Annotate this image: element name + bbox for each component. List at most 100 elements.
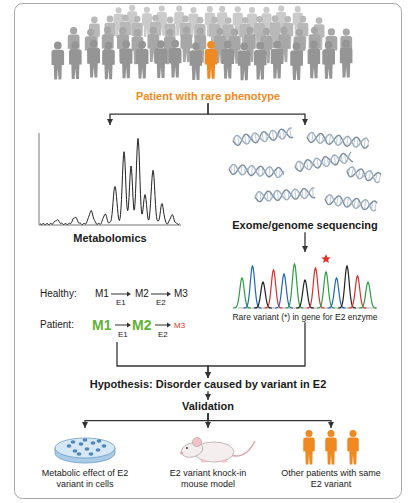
person-head (182, 16, 189, 23)
person-head (144, 7, 150, 13)
person-head (284, 16, 291, 23)
cell (102, 444, 107, 447)
arrow-shaft (111, 294, 128, 295)
person-head (225, 17, 232, 24)
dna-rung (251, 166, 253, 176)
person-head (311, 27, 318, 34)
arrow-head (127, 292, 131, 297)
dna-backbone (324, 194, 377, 211)
arrow-shaft (155, 325, 168, 326)
person-head (150, 27, 157, 34)
crowd-person (221, 41, 234, 79)
person-head (272, 15, 279, 22)
person-head (235, 6, 241, 12)
person-body (325, 437, 336, 464)
pathway-text: E1 (116, 299, 126, 307)
person-body (190, 50, 203, 80)
flow-arrow (208, 413, 331, 428)
dna-rung (347, 197, 348, 207)
pathway-arrow (155, 323, 171, 328)
patient-person (347, 430, 358, 464)
person-body (120, 48, 133, 78)
validation-item: Metabolic effect of E2 variant in cells (35, 428, 135, 490)
person-head (71, 41, 79, 49)
node-text: Metabolic effect of E2 variant in cells (35, 468, 135, 490)
chart-axis (39, 225, 181, 226)
person-head (87, 29, 94, 36)
person-head (327, 430, 334, 437)
flow-arrow (208, 322, 305, 378)
person-head (104, 27, 111, 34)
node-text: Exome/genome sequencing (225, 219, 385, 232)
person-body (221, 49, 234, 79)
dna-rung (329, 135, 330, 145)
arrow-head (167, 292, 171, 297)
node-text: Rare variant (*) in gene for E2 enzyme (220, 312, 390, 322)
crowd-person (136, 41, 149, 79)
dna-rung (364, 200, 365, 210)
pathway-arrow (111, 292, 131, 297)
dna-rung (272, 130, 273, 140)
pathway-panel: Healthy:M1M2M3E1E2Patient:M1M2M3E1E2 (32, 288, 202, 342)
crowd-person (271, 41, 284, 79)
person-head (240, 42, 248, 50)
person-head (122, 40, 130, 48)
dna-backbone (255, 188, 316, 202)
person-body (238, 51, 251, 81)
cell (91, 441, 96, 444)
crowd-person (322, 41, 335, 79)
crowd-person (51, 42, 64, 80)
cell (83, 438, 88, 441)
dna-backbone (306, 132, 369, 148)
dna-backbone (346, 166, 381, 183)
person-head (246, 27, 253, 34)
person-head (273, 41, 281, 49)
person-head (107, 16, 114, 23)
flow-arrow (207, 413, 208, 428)
pathway-text: E2 (158, 331, 168, 339)
person-head (310, 41, 318, 49)
variant-star (321, 254, 331, 263)
person-head (278, 5, 284, 11)
arrow-shaft (151, 294, 168, 295)
person-head (91, 16, 98, 23)
dna-backbone (306, 132, 369, 148)
arrow-head (167, 323, 171, 328)
flow-arrow (110, 103, 208, 125)
person-body (271, 49, 284, 79)
person-head (263, 7, 269, 13)
person-head (167, 16, 174, 23)
person-body (340, 48, 353, 78)
dna-rung (277, 190, 279, 200)
person-head (116, 7, 122, 13)
person-head (119, 27, 126, 34)
crowd-person (308, 41, 321, 79)
person-head (166, 29, 173, 36)
person-head (328, 28, 335, 35)
crowd (51, 5, 352, 80)
dna-backbone (232, 128, 293, 146)
patient-label: Patient with rare phenotype (108, 90, 308, 103)
cell-dish (35, 428, 135, 466)
dna-rung (379, 174, 381, 181)
person-head (207, 6, 213, 12)
chromatogram (35, 125, 185, 230)
dna-backbone (232, 128, 293, 146)
crowd-person (190, 42, 203, 80)
person-body (254, 50, 267, 80)
person-body (322, 49, 335, 79)
person-head (280, 27, 287, 34)
person-head (342, 40, 350, 48)
flow-arrow (117, 342, 208, 378)
validation-item: E2 variant knock-in mouse model (158, 428, 258, 490)
person-head (256, 42, 264, 50)
dna-illustration (225, 125, 385, 217)
cell (79, 442, 84, 445)
cell (67, 444, 72, 447)
crowd-person (104, 16, 115, 49)
node-text: Patient with rare phenotype (108, 90, 308, 103)
dna-rung (334, 155, 336, 165)
